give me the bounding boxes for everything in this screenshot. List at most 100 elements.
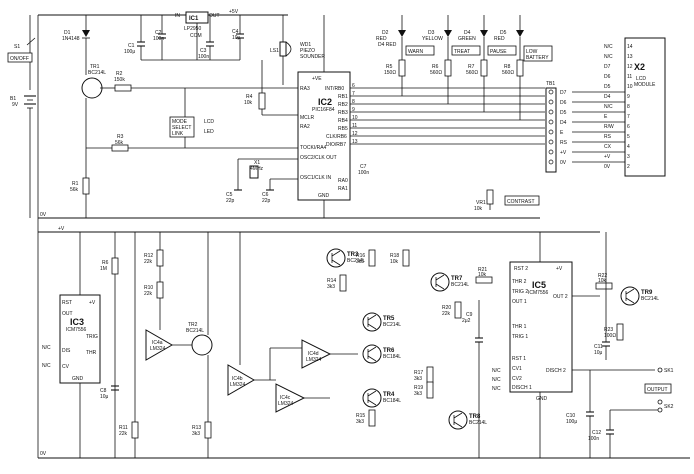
- resistor-symbol: [616, 323, 624, 341]
- resistor-value: 22k: [144, 259, 153, 265]
- ic3-ref: IC3: [70, 317, 84, 327]
- resistor-ref: R13: [192, 425, 201, 431]
- led-resistor: [480, 59, 488, 77]
- x2-pin-number: 4: [627, 144, 630, 150]
- ic2-pin-osc1: OSC1/CLK IN: [300, 175, 332, 181]
- tb1-pin-label: 0V: [560, 160, 567, 166]
- resistor-ref: R21: [478, 267, 487, 273]
- led-resistor-value: 150Ω: [384, 70, 396, 76]
- ic3-pin-dis: DIS: [62, 348, 71, 354]
- x2-pin-label: N/C: [604, 44, 613, 50]
- x2-pin-label: D5: [604, 84, 611, 90]
- r4-symbol: [258, 92, 266, 110]
- transistor-value: BC214L: [383, 322, 401, 328]
- ic3-pin-gnd: GND: [72, 376, 84, 382]
- r4-value: 10k: [244, 100, 253, 106]
- x2-pin-number: 12: [627, 64, 633, 70]
- r2-ref: R2: [116, 71, 123, 77]
- x1-value: 4MHz: [250, 166, 264, 172]
- resistor-value: 10k: [478, 272, 487, 278]
- ic3-pin-thr: THR: [86, 350, 97, 356]
- resistor-ref: R12: [144, 253, 153, 259]
- piezo-label-2: SOUNDER: [300, 54, 325, 60]
- c6-ref: C6: [262, 192, 269, 198]
- led-tag: [405, 45, 435, 56]
- led-ref: D3: [428, 30, 435, 36]
- c1-value: 100μ: [124, 49, 135, 55]
- led-resistor: [516, 59, 524, 77]
- ic5-pin-cv1: CV1: [512, 366, 522, 372]
- tr2-ref: TR2: [188, 322, 198, 328]
- resistor-symbol: [426, 366, 434, 384]
- transistor-symbol: [362, 344, 382, 364]
- r3-ref: R3: [117, 134, 124, 140]
- ic2-pin-dio: DIO/RB7: [326, 142, 346, 148]
- c10-value: 100μ: [566, 419, 577, 425]
- r1-value: 56k: [70, 187, 79, 193]
- vr1-ref: VR1: [476, 200, 486, 206]
- resistor-ref: R10: [144, 285, 153, 291]
- c5-value: 22p: [226, 198, 235, 204]
- r6-value: 1M: [100, 266, 107, 272]
- tr2-value: BC214L: [186, 328, 204, 334]
- ic3-value: ICM7556: [66, 327, 87, 333]
- piezo-label-1: PIEZO: [300, 48, 315, 54]
- ic4b-ref: IC4b: [232, 376, 243, 382]
- ic4a-symbol: [145, 329, 174, 361]
- resistor-symbol: [475, 276, 493, 284]
- resistor-ref: R23: [604, 327, 613, 333]
- mode-select-line3: LINK: [172, 131, 184, 137]
- link-led: LED: [204, 129, 214, 135]
- tr1-value: BC214L: [88, 70, 106, 76]
- ic4d-ref: IC4d: [308, 351, 319, 357]
- ic5-pin-trig1: TRIG 1: [512, 334, 528, 340]
- sk1-terminal: [657, 367, 663, 373]
- c9-ref: C9: [466, 312, 473, 318]
- transistor-section: TR3BC214LTR4BC184LTR5BC214LTR6BC184LTR7B…: [326, 248, 659, 430]
- ic5-pin-rst1: RST 1: [512, 356, 526, 362]
- d1-symbol: [82, 30, 90, 37]
- transistor-value: BC214L: [469, 420, 487, 426]
- tb1-pin: [548, 139, 554, 145]
- led-symbol: [480, 30, 488, 37]
- regulator-section: C1 100μ C2 100n IC1 LP2950 IN OUT COM C3…: [124, 11, 244, 61]
- led-resistor: [398, 59, 406, 77]
- led-tag: [451, 45, 481, 56]
- resistor-ref: R18: [390, 253, 399, 259]
- mode-select-tag: [169, 116, 195, 138]
- x2-pin-number: 3: [627, 154, 630, 160]
- ic1-pin-com: COM: [190, 33, 202, 39]
- resistor-ref: R19: [414, 385, 423, 391]
- led-resistor-ref: R5: [386, 64, 393, 70]
- transistor-ref: TR3: [347, 252, 359, 258]
- ic2-pin-number: 9: [352, 107, 355, 113]
- c3-value: 100n: [198, 54, 209, 60]
- tr1-ref: TR1: [90, 64, 100, 70]
- transistor-value: BC214L: [641, 296, 659, 302]
- ic2-pin-number: 6: [352, 83, 355, 89]
- ic5-pin-gnd: GND: [536, 396, 548, 402]
- x2-pin-number: 9: [627, 94, 630, 100]
- x2-pin-label: N/C: [604, 54, 613, 60]
- tr2-symbol: [191, 334, 213, 356]
- x2-pin-label: CX: [604, 144, 612, 150]
- resistor-ref: R15: [356, 413, 365, 419]
- x2-pin-label: +V: [604, 154, 611, 160]
- led-extra: D4 RED: [378, 42, 397, 48]
- led-color: RED: [494, 36, 505, 42]
- resistor-value: 100Ω: [604, 333, 616, 339]
- x2-pin-label: RS: [604, 134, 612, 140]
- ic4b-value: LM324: [230, 382, 246, 388]
- resistor-value: 3k3: [414, 391, 422, 397]
- led-resistor-value: 560Ω: [466, 70, 478, 76]
- ic2-pin-number: 10: [352, 115, 358, 121]
- tb1-pin: [548, 149, 554, 155]
- led-tag: [487, 45, 517, 56]
- x2-lcd-module: [624, 37, 666, 177]
